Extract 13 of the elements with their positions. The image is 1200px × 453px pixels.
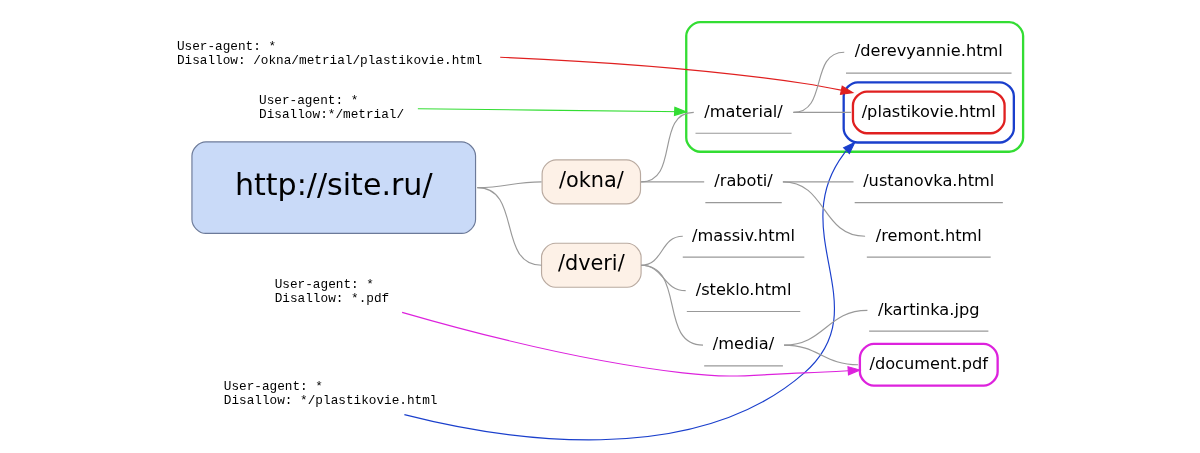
node-text: /derevyannie.html [854,41,1003,61]
node-text: User-agent: * Disallow:*/metrial/ [259,93,405,122]
node-text: /material/ [704,101,783,121]
node-text: /raboti/ [714,171,773,191]
node-text: /media/ [712,334,775,354]
node-text: /ustanovka.html [863,171,995,191]
node-text: User-agent: * Disallow: *.pdf [274,277,390,307]
node-text: User-agent: * Disallow: /okna/metrial/plastikovie.html [176,38,483,68]
node-text: /kartinka.jpg [878,299,980,319]
node-text: /massiv.html [692,225,795,245]
node-text: User-agent: * Disallow: */plastikovie.html [223,379,438,408]
node-text: /remont.html [875,225,982,245]
node-text: /steklo.html [695,279,792,299]
